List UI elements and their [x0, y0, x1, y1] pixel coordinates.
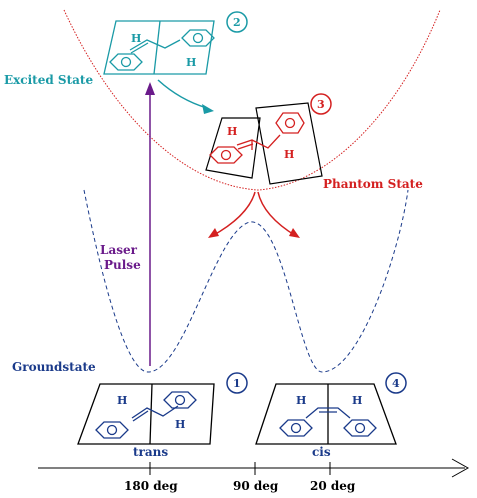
groundstate-label: Groundstate [12, 360, 96, 374]
excited-state-label: Excited State [4, 73, 93, 87]
s3-atom-h-left: H [227, 125, 237, 138]
tick-label-180: 180 deg [124, 479, 178, 493]
structure-4-cis-ground [255, 383, 397, 445]
s2-number: 2 [233, 16, 241, 29]
cis-label: cis [312, 445, 331, 459]
tick-label-20: 20 deg [310, 479, 356, 493]
s4-atom-h-left: H [296, 394, 306, 407]
s2-atom-h-right: H [186, 56, 196, 69]
s4-number: 4 [392, 377, 400, 390]
tick-label-90: 90 deg [233, 479, 279, 493]
trans-label: trans [133, 445, 168, 459]
s1-number: 1 [233, 377, 241, 390]
s3-number-circle [310, 93, 332, 115]
s3-number: 3 [317, 98, 325, 111]
s2-atom-h-left: H [131, 32, 141, 45]
branch-arrow-left [211, 191, 256, 237]
excited-state-curve [63, 9, 441, 191]
axis-arrowhead [451, 458, 470, 478]
ground-state-curve [83, 189, 409, 373]
structure-2-trans-excited [103, 20, 215, 75]
relaxation-arrowhead [202, 104, 214, 114]
branch-arrowhead-left [208, 228, 219, 238]
structure-3-molecule [209, 112, 305, 164]
laser-arrowhead [145, 82, 155, 95]
s1-atom-h-left: H [117, 394, 127, 407]
structure-1-trans-ground [77, 383, 215, 445]
laser-label: Laser [100, 243, 138, 257]
relaxation-arrow [157, 79, 208, 109]
pulse-label: Pulse [104, 258, 141, 272]
branch-arrowhead-right [289, 228, 300, 238]
s3-atom-h-right: H [284, 148, 294, 161]
s4-number-circle [385, 372, 407, 394]
s4-atom-h-right: H [352, 394, 362, 407]
s1-number-circle [226, 372, 248, 394]
s2-number-circle [226, 11, 248, 33]
s1-atom-h-right: H [175, 418, 185, 431]
phantom-state-label: Phantom State [323, 177, 423, 191]
structure-3-twisted [205, 102, 323, 185]
